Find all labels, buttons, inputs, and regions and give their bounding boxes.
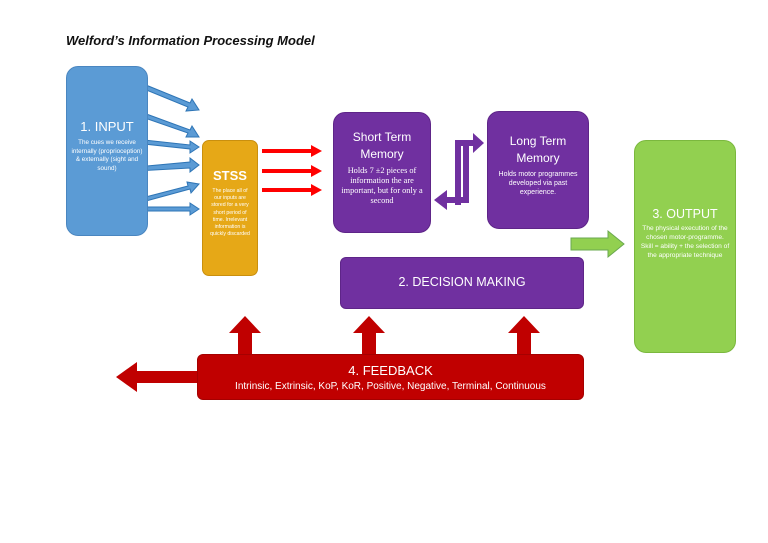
input-heading: 1. INPUT xyxy=(80,119,134,134)
decision-making-box: 2. DECISION MAKING xyxy=(340,257,584,309)
stm-ltm-arrows xyxy=(434,133,484,210)
feedback-to-decision-arrow xyxy=(353,316,385,354)
input-arrow-3 xyxy=(143,139,200,154)
feedback-arrows xyxy=(116,316,540,392)
feedback-to-decision-arrow-2 xyxy=(508,316,540,354)
stss-arrow-3 xyxy=(262,184,322,196)
feedback-heading: 4. FEEDBACK xyxy=(348,363,433,378)
input-description: The cues we receive internally (proprioc… xyxy=(71,139,143,172)
stm-to-ltm-arrow xyxy=(455,133,484,205)
stss-box: STSS The place all of our inputs are sto… xyxy=(202,140,258,276)
output-description: The physical execution of the chosen mot… xyxy=(640,225,730,259)
short-term-memory-box: Short Term Memory Holds 7 ±2 pieces of i… xyxy=(333,112,431,233)
feedback-left-arrow xyxy=(116,362,197,392)
feedback-types: Intrinsic, Extrinsic, KoP, KoR, Positive… xyxy=(235,381,546,392)
stss-description: The place all of our inputs are stored f… xyxy=(210,188,250,238)
ltm-description: Holds motor programmes developed via pas… xyxy=(498,171,578,196)
input-box: 1. INPUT The cues we receive internally … xyxy=(66,66,148,236)
output-heading: 3. OUTPUT xyxy=(652,207,718,221)
stss-arrow-1 xyxy=(262,145,322,157)
feedback-to-stss-arrow xyxy=(229,316,261,354)
stss-heading: STSS xyxy=(213,168,247,183)
ltm-heading: Long Term Memory xyxy=(509,134,567,165)
output-box: 3. OUTPUT The physical execution of the … xyxy=(634,140,736,353)
decision-heading: 2. DECISION MAKING xyxy=(398,275,526,289)
feedback-box: 4. FEEDBACK Intrinsic, Extrinsic, KoP, K… xyxy=(197,354,584,400)
input-arrow-1 xyxy=(138,82,200,112)
stm-description: Holds 7 ±2 pieces of information the are… xyxy=(341,166,423,205)
stss-to-stm-arrows xyxy=(262,145,322,196)
stss-arrow-2 xyxy=(262,165,322,177)
input-to-stss-arrows xyxy=(133,82,200,216)
input-arrow-2 xyxy=(138,111,200,138)
ltm-to-stm-arrow xyxy=(434,145,469,210)
to-output-arrow xyxy=(570,229,625,259)
long-term-memory-box: Long Term Memory Holds motor programmes … xyxy=(487,111,589,229)
stm-heading: Short Term Memory xyxy=(352,130,412,161)
diagram-title: Welford’s Information Processing Model xyxy=(66,33,315,48)
